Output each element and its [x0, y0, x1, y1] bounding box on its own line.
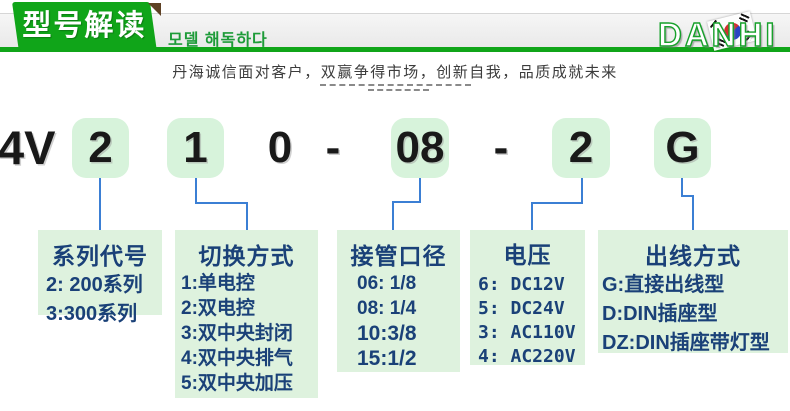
- section-item: 3:300系列: [46, 303, 138, 325]
- section-item: 3:双中央封闭: [181, 323, 293, 344]
- section-item: 10:3/8: [357, 322, 417, 345]
- section-switch-mode: 切换方式 1:单电控 2:双电控 3:双中央封闭 4:双中央排气 5:双中央加压: [175, 230, 318, 398]
- tagline-underline-short: [368, 89, 429, 91]
- section-item: 15:1/2: [357, 347, 417, 370]
- brand-logo: DANHI: [657, 11, 790, 54]
- section-item: 5: DC24V: [478, 298, 565, 319]
- model-segment-dash: -: [325, 123, 341, 172]
- section-item: 5:双中央加压: [181, 373, 293, 394]
- section-item: 6: DC12V: [478, 274, 565, 295]
- section-item: 1:单电控: [181, 273, 255, 294]
- section-item: G:直接出线型: [602, 274, 725, 296]
- tagline-underline-long: [320, 84, 471, 86]
- model-segment-dash: -: [493, 123, 509, 172]
- section-tab-label: 型号解读: [22, 10, 147, 42]
- model-segment-switch-mode: 1: [167, 118, 224, 178]
- model-segment-zero: 0: [267, 123, 293, 172]
- model-segment-prefix: 4V: [0, 121, 56, 174]
- section-item: 2: 200系列: [46, 274, 143, 296]
- section-item: 2:双电控: [181, 298, 255, 319]
- section-item: 3: AC110V: [478, 322, 576, 343]
- section-wiring-type: 出线方式 G:直接出线型 D:DIN插座型 DZ:DIN插座带灯型: [598, 230, 788, 354]
- section-item: 06: 1/8: [357, 273, 417, 294]
- section-series-code: 系列代号 2: 200系列 3:300系列: [38, 230, 162, 325]
- model-segment-voltage: 2: [552, 118, 610, 178]
- connector-line-port-size: [392, 178, 421, 231]
- section-item: D:DIN插座型: [602, 303, 718, 325]
- company-tagline: 丹海诚信面对客户，双赢争得市场，创新自我，品质成就未来: [172, 65, 618, 81]
- section-title: 接管口径: [350, 243, 447, 269]
- brand-name: DANHI: [657, 15, 778, 53]
- model-segment-port-size: 08: [391, 118, 449, 178]
- header-underline-bar: [0, 47, 790, 52]
- section-title: 系列代号: [52, 243, 148, 269]
- section-item: DZ:DIN插座带灯型: [602, 332, 770, 354]
- tab-fold-corner: [148, 3, 161, 16]
- header-subtitle-korean: 모델 해독하다: [168, 32, 268, 49]
- section-title: 切换方式: [198, 243, 295, 269]
- connector-line-wiring: [681, 178, 694, 231]
- model-segment-wiring: G: [654, 118, 711, 178]
- section-item: 4:双中央排气: [181, 348, 293, 369]
- section-item: 08: 1/4: [357, 298, 417, 319]
- section-voltage: 电压 6: DC12V 5: DC24V 3: AC110V 4: AC220V: [470, 230, 585, 367]
- connector-line-switch: [195, 178, 248, 231]
- section-tab: 型号解读: [12, 2, 157, 50]
- section-title: 电压: [503, 242, 552, 268]
- section-item: 4: AC220V: [478, 346, 576, 367]
- model-segment-series: 2: [72, 118, 129, 178]
- section-port-size: 接管口径 06: 1/8 08: 1/4 10:3/8 15:1/2: [337, 230, 460, 372]
- connector-line-voltage: [531, 178, 583, 231]
- section-title: 出线方式: [645, 243, 741, 269]
